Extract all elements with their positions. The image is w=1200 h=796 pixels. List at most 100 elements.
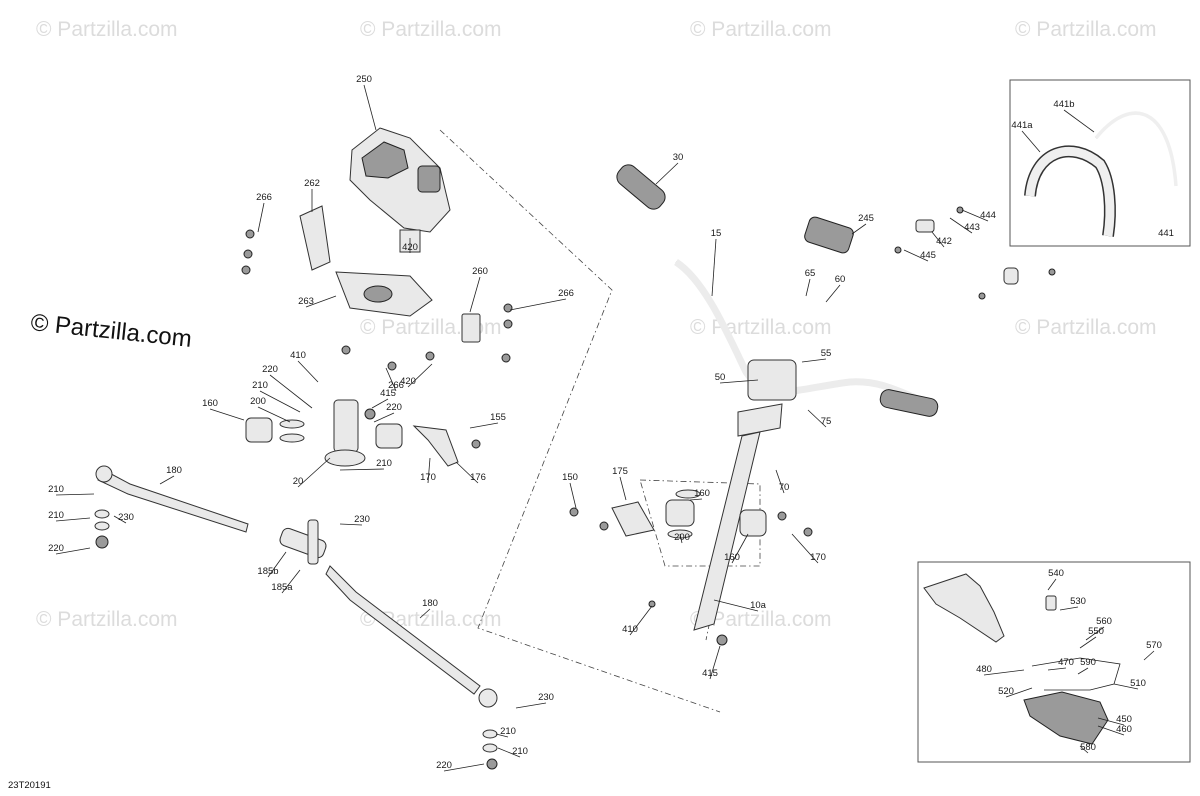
watermark: © Partzilla.com (1015, 18, 1157, 41)
part-callout-160[interactable]: 160 (202, 398, 218, 409)
leader-line (679, 533, 683, 544)
part-callout-444[interactable]: 444 (980, 210, 996, 221)
part-callout-150[interactable]: 150 (562, 472, 578, 483)
handlebar-grip (616, 164, 666, 210)
part-callout-70[interactable]: 70 (779, 482, 790, 493)
leader-line (949, 217, 973, 234)
watermark: © Partzilla.com (690, 608, 832, 631)
leader-line (1079, 636, 1097, 649)
part-callout-410[interactable]: 410 (290, 350, 306, 361)
part-callout-570[interactable]: 570 (1146, 640, 1162, 651)
part-callout-220[interactable]: 220 (436, 760, 452, 771)
part-callout-266[interactable]: 266 (256, 192, 272, 203)
part-callout-175[interactable]: 175 (612, 466, 628, 477)
leader-line (371, 398, 389, 409)
part-callout-510[interactable]: 510 (1130, 678, 1146, 689)
part-callout-50[interactable]: 50 (715, 372, 726, 383)
part-callout-185a[interactable]: 185a (271, 582, 293, 593)
part-callout-530[interactable]: 530 (1070, 596, 1086, 607)
part-callout-60[interactable]: 60 (835, 274, 846, 285)
part-callout-266[interactable]: 266 (558, 288, 574, 299)
part-callout-410[interactable]: 410 (622, 624, 638, 635)
leader-line (305, 295, 337, 308)
part-callout-210[interactable]: 210 (48, 510, 64, 521)
part-callout-210[interactable]: 210 (48, 484, 64, 495)
part-callout-185b[interactable]: 185b (257, 566, 278, 577)
leader-line (805, 278, 811, 297)
part-callout-590[interactable]: 590 (1080, 657, 1096, 668)
part-callout-180[interactable]: 180 (422, 598, 438, 609)
bushing-right (375, 423, 403, 449)
leader-line (159, 475, 175, 485)
part-callout-245[interactable]: 245 (858, 213, 874, 224)
leader-line (1063, 109, 1095, 133)
part-callout-160[interactable]: 160 (724, 552, 740, 563)
part-callout-263[interactable]: 263 (298, 296, 314, 307)
part-callout-415[interactable]: 415 (702, 668, 718, 679)
part-callout-443[interactable]: 443 (964, 222, 980, 233)
part-callout-55[interactable]: 55 (821, 348, 832, 359)
leader-line (1047, 667, 1067, 671)
part-callout-170[interactable]: 170 (810, 552, 826, 563)
cable-clamp (1003, 267, 1019, 285)
part-callout-420[interactable]: 420 (402, 242, 418, 253)
leader-line (339, 523, 363, 526)
part-callout-200[interactable]: 200 (674, 532, 690, 543)
part-callout-415[interactable]: 415 (380, 388, 396, 399)
part-callout-441[interactable]: 441 (1158, 228, 1174, 239)
part-callout-441a[interactable]: 441a (1011, 120, 1033, 131)
part-callout-540[interactable]: 540 (1048, 568, 1064, 579)
part-callout-442[interactable]: 442 (936, 236, 952, 247)
part-callout-220[interactable]: 220 (48, 543, 64, 554)
leader-line (1021, 130, 1041, 153)
column-support-bracket (412, 425, 459, 467)
part-callout-20[interactable]: 20 (293, 476, 304, 487)
part-callout-10a[interactable]: 10a (750, 600, 767, 611)
part-callout-266[interactable]: 266 (388, 380, 404, 391)
part-callout-260[interactable]: 260 (472, 266, 488, 277)
part-callout-30[interactable]: 30 (673, 152, 684, 163)
deflector-arm (1031, 657, 1121, 691)
steering-arm (279, 519, 327, 565)
part-callout-230[interactable]: 230 (354, 514, 370, 525)
part-callout-155[interactable]: 155 (490, 412, 506, 423)
part-callout-520[interactable]: 520 (998, 686, 1014, 697)
leader-line (257, 406, 291, 423)
leader-line (419, 608, 431, 619)
part-callout-220[interactable]: 220 (386, 402, 402, 413)
part-callout-210[interactable]: 210 (252, 380, 268, 391)
part-callout-450[interactable]: 450 (1116, 714, 1132, 725)
part-callout-230[interactable]: 230 (538, 692, 554, 703)
deflector-shield (1023, 691, 1109, 745)
part-callout-210[interactable]: 210 (376, 458, 392, 469)
part-callout-200[interactable]: 200 (250, 396, 266, 407)
part-callout-15[interactable]: 15 (711, 228, 722, 239)
part-callout-160[interactable]: 160 (694, 488, 710, 499)
part-callout-460[interactable]: 460 (1116, 724, 1132, 735)
part-callout-210[interactable]: 210 (512, 746, 528, 757)
leader-line (1005, 687, 1033, 698)
part-callout-180[interactable]: 180 (166, 465, 182, 476)
leader-line (711, 238, 717, 297)
part-callout-262[interactable]: 262 (304, 178, 320, 189)
leader-line (55, 547, 91, 555)
part-callout-176[interactable]: 176 (470, 472, 486, 483)
part-callout-250[interactable]: 250 (356, 74, 372, 85)
part-callout-170[interactable]: 170 (420, 472, 436, 483)
part-callout-445[interactable]: 445 (920, 250, 936, 261)
part-callout-420[interactable]: 420 (400, 376, 416, 387)
brand-label: © Partzilla.com (29, 309, 193, 353)
part-callout-470[interactable]: 470 (1058, 657, 1074, 668)
part-callout-580[interactable]: 580 (1080, 742, 1096, 753)
post-bushing-left (665, 499, 695, 527)
part-callout-230[interactable]: 230 (118, 512, 134, 523)
part-callout-480[interactable]: 480 (976, 664, 992, 675)
part-callout-220[interactable]: 220 (262, 364, 278, 375)
part-callout-441b[interactable]: 441b (1053, 99, 1074, 110)
part-callout-550[interactable]: 550 (1088, 626, 1104, 637)
part-callout-65[interactable]: 65 (805, 268, 816, 279)
part-callout-560[interactable]: 560 (1096, 616, 1112, 627)
part-callout-75[interactable]: 75 (821, 416, 832, 427)
part-callout-210[interactable]: 210 (500, 726, 516, 737)
leader-lines (55, 84, 1155, 772)
